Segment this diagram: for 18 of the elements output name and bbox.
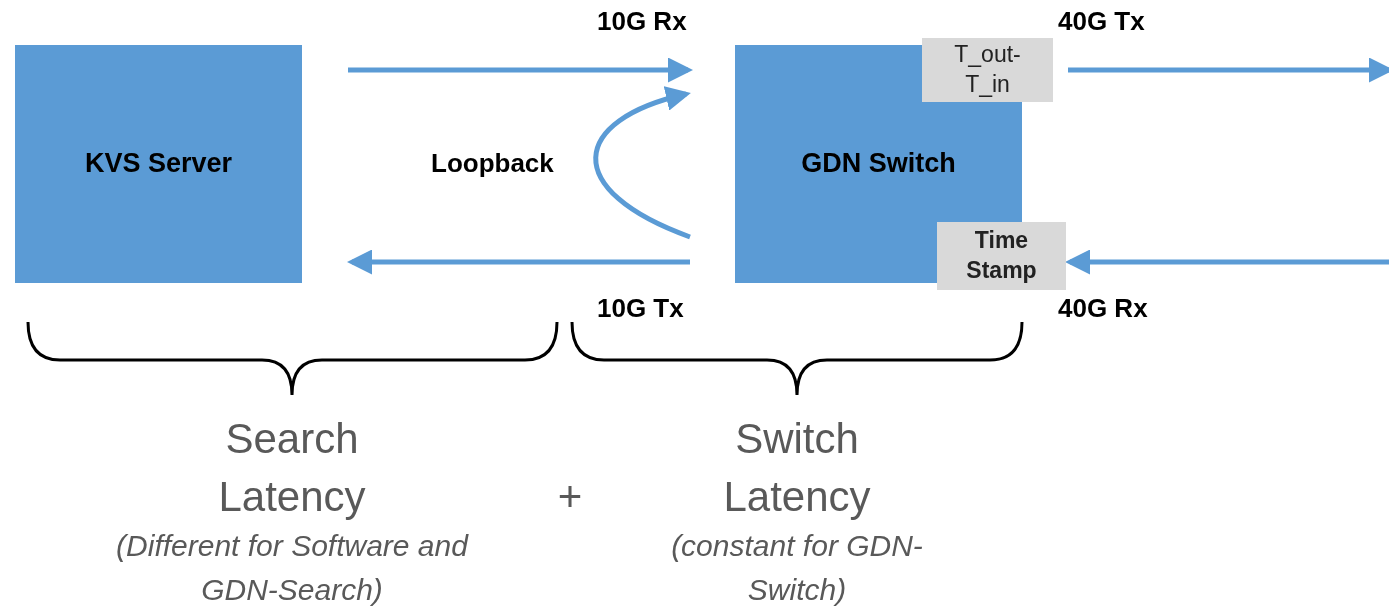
device-box: KVS Server	[15, 45, 302, 283]
arrow	[348, 57, 693, 83]
note-text: (Different for Software and GDN-Search)	[115, 528, 470, 608]
edge-label: 40G Tx	[1058, 6, 1145, 37]
arrow	[1065, 249, 1389, 275]
edge-label: Loopback	[431, 148, 554, 179]
plus-sign: +	[556, 472, 584, 522]
note-text: (constant for GDN-Switch)	[670, 528, 924, 608]
latency-label: Search Latency	[217, 414, 367, 522]
latency-label: Switch Latency	[722, 414, 872, 522]
arrow	[593, 87, 691, 240]
edge-label: 40G Rx	[1058, 293, 1148, 324]
tag-box: T_out- T_in	[922, 38, 1053, 102]
arrow	[347, 249, 690, 275]
edge-label: 10G Rx	[597, 6, 687, 37]
arrow	[1068, 57, 1389, 83]
edge-label: 10G Tx	[597, 293, 684, 324]
tag-box: Time Stamp	[937, 222, 1066, 290]
